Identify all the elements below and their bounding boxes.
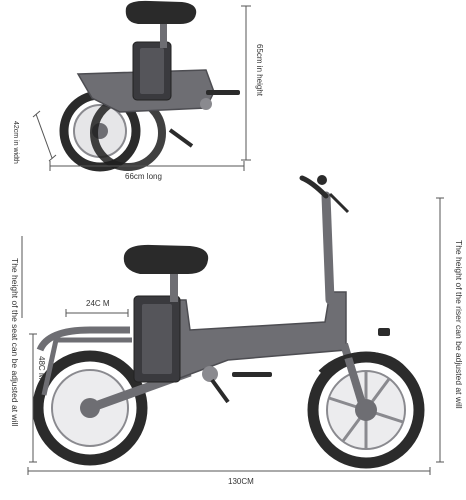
unfolded-bike-illustration <box>32 175 425 469</box>
riser-adjust-label: The height of the riser can be adjusted … <box>454 240 464 409</box>
front-wheel <box>307 351 425 469</box>
seat-adjust-label: The height of the seat can be adjusted a… <box>10 258 20 427</box>
folded-length-label: 66cm long <box>125 172 162 181</box>
seat <box>123 244 209 274</box>
folded-dimension-lines <box>32 5 251 171</box>
total-length-label: 130CM <box>228 477 254 486</box>
folded-width-label: 42cm in width <box>12 121 19 164</box>
seat-depth-label: 24C M <box>86 299 110 308</box>
folded-bike-illustration <box>59 0 240 172</box>
rear-wheel <box>32 350 148 466</box>
folded-height-label: 65cm in height <box>255 44 264 97</box>
seat-height-label: 48C M <box>37 356 46 380</box>
folded-seat <box>125 0 197 24</box>
unfolded-dimension-lines <box>21 197 444 475</box>
